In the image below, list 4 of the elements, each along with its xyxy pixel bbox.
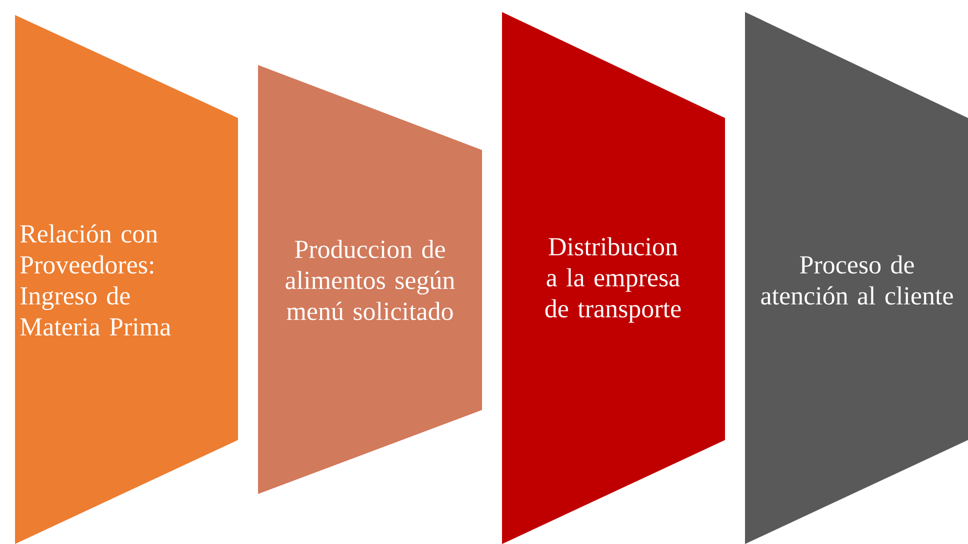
trapezoid-box: Produccion de alimentos según menú solicitado [258,65,482,494]
trapezoid-box: Proceso de atención al cliente [745,12,968,544]
trapezoid-box: Relación con Proveedores: Ingreso de Materia Prima [15,15,238,544]
trapezoid-box: Distribucion a la empresa de transporte [502,12,725,544]
